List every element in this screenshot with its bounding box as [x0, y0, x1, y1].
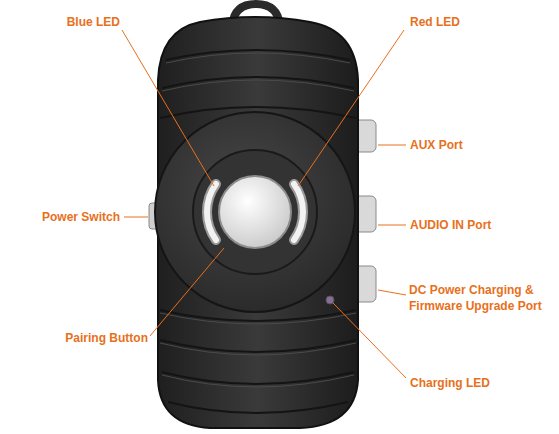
part-label: AUDIO IN Port — [410, 217, 491, 233]
front-disc — [155, 112, 355, 312]
part-label: Pairing Button — [65, 330, 148, 346]
red-led-frame — [294, 184, 303, 240]
leader-lines — [122, 30, 406, 378]
blue-led — [207, 184, 216, 240]
part-label: Charging LED — [410, 375, 490, 391]
part-label: Blue LED — [67, 14, 120, 30]
red-led — [294, 184, 303, 240]
inner-disc — [193, 150, 317, 274]
part-label: AUX Port — [410, 137, 463, 153]
charging-led — [326, 296, 334, 304]
part-label: Red LED — [410, 14, 460, 30]
blue-led-frame — [207, 184, 216, 240]
part-label: DC Power Charging & Firmware Upgrade Por… — [409, 282, 555, 314]
part-label: Power Switch — [42, 209, 120, 225]
pairing-button — [219, 176, 291, 248]
